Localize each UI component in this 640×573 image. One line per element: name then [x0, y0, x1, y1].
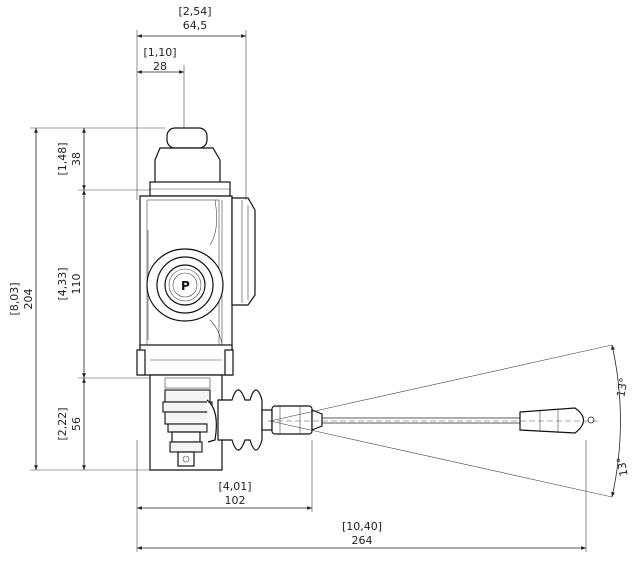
dim-length-short: [4,01] 102 [218, 480, 251, 507]
dimension-lines [34, 34, 586, 550]
dim-height-mid-mm: 110 [70, 274, 83, 295]
dim-length-short-mm: 102 [225, 494, 246, 507]
dim-height-total-inch: [8,03] [8, 282, 21, 315]
dim-height-total: [8,03] 204 [8, 282, 35, 315]
port-p-label: P [181, 279, 190, 293]
swing-lines [269, 344, 621, 498]
angle-upper-label: 13° [614, 377, 630, 398]
valve-body: P [136, 127, 256, 471]
lever-assembly [217, 389, 600, 451]
dim-width-total-mm: 64,5 [183, 19, 208, 32]
dim-height-mid: [4,33] 110 [56, 267, 83, 300]
dim-length-short-inch: [4,01] [218, 480, 251, 493]
port-label: P [181, 279, 190, 293]
dim-height-top-mm: 38 [70, 152, 83, 166]
dim-width-left-inch: [1,10] [143, 46, 176, 59]
dim-height-bottom: [2,22] 56 [56, 407, 83, 440]
dim-width-total-inch: [2,54] [178, 5, 211, 18]
dim-length-total: [10,40] 264 [342, 520, 382, 547]
dim-height-bottom-inch: [2,22] [56, 407, 69, 440]
dim-height-bottom-mm: 56 [70, 417, 83, 431]
angle-lower-label: 13° [614, 456, 630, 477]
dim-width-left: [1,10] 28 [143, 46, 176, 73]
angle-upper: 13° [614, 377, 630, 398]
dim-height-top: [1,48] 38 [56, 142, 83, 175]
angle-lower: 13° [614, 456, 630, 477]
dim-width-total: [2,54] 64,5 [178, 5, 211, 32]
dim-length-total-mm: 264 [352, 534, 373, 547]
extension-lines [30, 30, 587, 552]
dim-length-total-inch: [10,40] [342, 520, 382, 533]
dim-height-total-mm: 204 [22, 289, 35, 310]
dim-width-left-mm: 28 [153, 60, 167, 73]
dim-height-mid-inch: [4,33] [56, 267, 69, 300]
dim-height-top-inch: [1,48] [56, 142, 69, 175]
